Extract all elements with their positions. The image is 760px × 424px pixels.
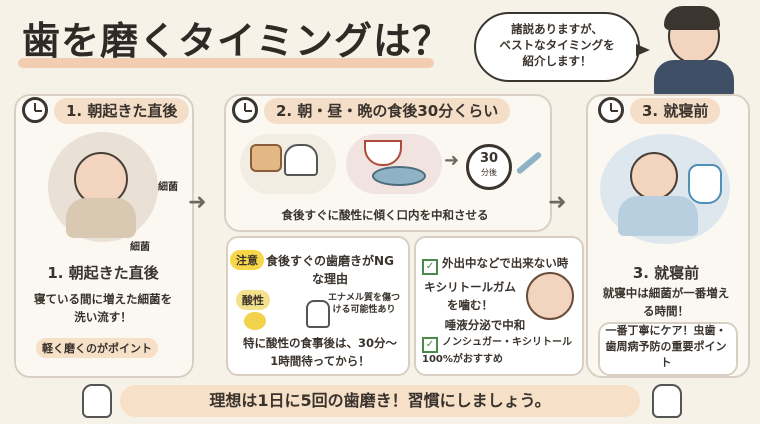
check-icon: ✓: [422, 259, 438, 275]
bubble-line-3: 紹介します！: [522, 54, 592, 68]
bubble-line-1: 諸説ありますが、: [511, 22, 603, 36]
page-title: 歯を磨くタイミングは？: [22, 19, 452, 63]
clock-icon: [22, 97, 48, 123]
timer-value: 30: [479, 151, 499, 166]
timer-circle: 30 分後: [466, 144, 512, 190]
panel-bedtime-header: 3. 就寝前: [630, 98, 721, 124]
panel-morning-tag: 軽く磨くのがポイント: [36, 338, 158, 358]
footer-banner: 理想は1日に5回の歯磨き！習慣にしましょう。: [120, 385, 640, 417]
caution-text: 特に酸性の食事後は、30分〜1時間待ってから！: [242, 336, 397, 368]
gum-check-2-text: ノンシュガー・キシリトール100%がおすすめ: [422, 337, 572, 365]
panel-bedtime-text: 就寝中は細菌が一番増える時間！: [602, 286, 730, 318]
panel-bedtime-title: 3. 就寝前: [632, 264, 700, 282]
speech-bubble: 諸説ありますが、 ベストなタイミングを 紹介します！: [474, 12, 650, 82]
woman-chewing-illustration: [526, 272, 574, 320]
arrow-1: ➜: [188, 190, 207, 215]
arrow-2: ➜: [444, 150, 460, 171]
gum-check-1-text: 外出中などで出来ない時: [442, 256, 569, 270]
title-underline: [18, 58, 434, 68]
neutralize-text: 唾液分泌で中和: [444, 318, 526, 332]
timer-unit: 分後: [481, 168, 497, 177]
bubble-line-2: ベストなタイミングを: [499, 38, 615, 52]
panel-after-meals-caption: 食後すぐに酸性に傾く口内を中和させる: [281, 208, 489, 222]
panel-after-meals-header: 2. 朝・昼・晩の食後30分くらい: [264, 98, 511, 124]
breakfast-illustration: [240, 134, 336, 194]
clock-icon: [232, 97, 258, 123]
germ-label-1: 細菌: [158, 182, 178, 193]
acid-label: 酸性: [236, 290, 270, 310]
bedtime-illustration: [600, 134, 730, 244]
panel-morning-header: 1. 朝起きた直後: [54, 98, 190, 124]
clock-icon: [598, 97, 624, 123]
check-icon: ✓: [422, 337, 438, 353]
lunch-illustration: [346, 134, 442, 194]
bedtime-emphasis-box: [598, 322, 738, 376]
caution-title: 食後すぐの歯磨きがNGな理由: [266, 254, 394, 286]
gum-check-2: ✓ノンシュガー・キシリトール100%がおすすめ: [422, 336, 576, 367]
sleepy-boy-illustration: [48, 132, 158, 242]
germ-label-2: 細菌: [130, 242, 150, 253]
dentist-illustration: [646, 6, 742, 96]
gum-text: キシリトールガムを噛む！: [424, 280, 516, 312]
gum-check-1: ✓ 外出中などで出来ない時: [422, 254, 576, 275]
arrow-3: ➜: [548, 190, 567, 215]
lemon-icon: [244, 312, 266, 330]
panel-morning-text: 寝ている間に増えた細菌を洗い流す！: [34, 292, 172, 324]
enamel-warning: エナメル質を傷つける可能性あり: [328, 293, 401, 315]
tooth-mascot-icon: [82, 384, 112, 418]
caution-tag: 注意: [230, 250, 264, 270]
panel-morning-title: 1. 朝起きた直後: [47, 264, 159, 282]
tooth-mascot-icon: [652, 384, 682, 418]
panel-bedtime-emphasis: 一番丁寧にケア！虫歯・歯周病予防の重要ポイント: [605, 324, 727, 369]
tooth-icon: [306, 300, 330, 328]
